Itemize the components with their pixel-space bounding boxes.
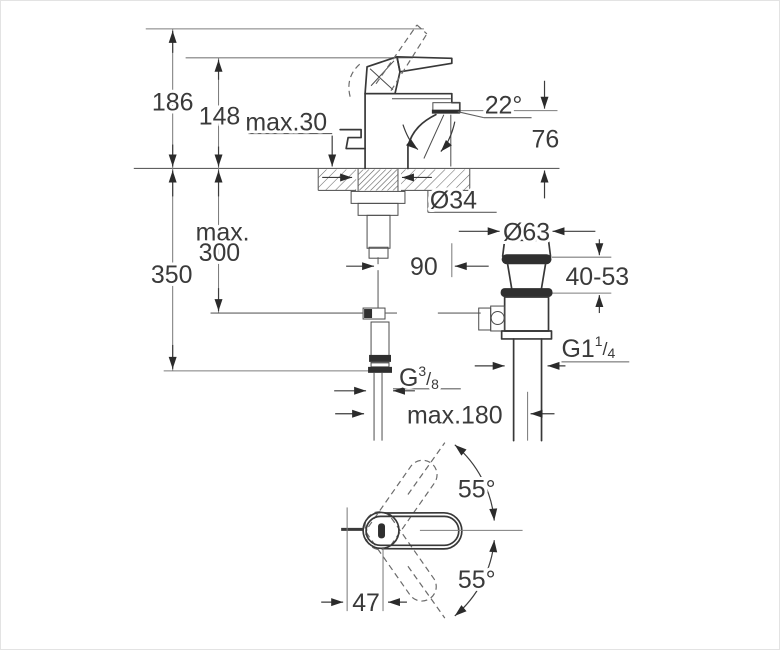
countertop-hatch-left bbox=[318, 169, 357, 191]
dim-148: 148 bbox=[196, 59, 243, 167]
dim-g1-1-4: G11/4 bbox=[474, 330, 630, 370]
raised-lever-tip bbox=[416, 24, 428, 35]
dim-max180: max.180 bbox=[335, 399, 555, 433]
dim-dia34: Ø34 bbox=[322, 173, 497, 217]
dim-max30: max.30 bbox=[242, 106, 337, 167]
dim-label-max30: max.30 bbox=[245, 109, 327, 137]
aerator-outlet bbox=[431, 109, 460, 114]
dim-max300: max. 300 bbox=[193, 170, 253, 312]
threaded-shank-upper bbox=[358, 169, 398, 191]
dim-label-22deg: 22° bbox=[485, 92, 523, 120]
waste-side-port bbox=[490, 305, 506, 332]
waste-taper-right bbox=[540, 263, 547, 289]
dim-label-55-lower: 55° bbox=[458, 566, 496, 594]
dim-label-dia34: Ø34 bbox=[430, 186, 477, 214]
dim-label-186: 186 bbox=[152, 89, 194, 117]
waste-body-rim bbox=[500, 330, 553, 340]
hose-nut-top bbox=[369, 354, 391, 362]
waste-rod-knob bbox=[478, 307, 492, 331]
mounting bbox=[210, 168, 481, 441]
dim-40-53: 40-53 bbox=[562, 239, 632, 314]
raised-lever-edge-1 bbox=[375, 24, 418, 85]
rod-end-cap bbox=[368, 246, 389, 259]
water-stream bbox=[402, 114, 456, 167]
hose-nut-bottom bbox=[368, 366, 392, 373]
dim-label-350: 350 bbox=[151, 261, 193, 289]
waste-plug-rim bbox=[501, 254, 552, 265]
dim-label-90: 90 bbox=[410, 253, 438, 281]
dim-label-max180: max.180 bbox=[407, 402, 503, 430]
handle-swing-upper-dashed bbox=[365, 459, 438, 551]
dim-dia63: Ø63 bbox=[458, 215, 596, 249]
faucet bbox=[339, 24, 461, 170]
dim-47: 47 bbox=[321, 586, 407, 620]
swing-lower-extension bbox=[407, 565, 446, 619]
waste-valve-body bbox=[503, 296, 550, 332]
reference-lines bbox=[133, 28, 612, 441]
stream-swivel-arrow-right bbox=[440, 121, 456, 152]
countertop-hatch-right bbox=[400, 169, 470, 191]
dim-label-dia63: Ø63 bbox=[503, 218, 550, 246]
dim-label-max: max. bbox=[196, 218, 250, 246]
dim-350: 350 bbox=[148, 170, 195, 369]
knuckle-detail-line-1 bbox=[369, 68, 394, 91]
dim-186: 186 bbox=[149, 30, 196, 167]
stream-swivel-arrow-left bbox=[402, 124, 419, 151]
stream-angled-line bbox=[423, 114, 445, 159]
handle-front-mark bbox=[378, 523, 386, 539]
dim-label-40-53: 40-53 bbox=[565, 263, 629, 291]
pop-up-waste bbox=[478, 239, 553, 442]
rod-cross-fitting-dark bbox=[364, 309, 373, 319]
dim-label-76: 76 bbox=[532, 126, 560, 154]
waste-o-ring bbox=[500, 288, 553, 298]
raised-lever-edge-2 bbox=[390, 33, 428, 92]
swing-upper-extension bbox=[407, 442, 446, 495]
dim-label-55-upper: 55° bbox=[458, 475, 496, 503]
side-view: 186 148 max.30 22° 76 Ø34 bbox=[133, 24, 632, 442]
dim-label-300: 300 bbox=[199, 239, 241, 267]
mounting-nut bbox=[357, 202, 399, 216]
dim-22deg: 22° bbox=[457, 89, 532, 123]
dim-label-47: 47 bbox=[352, 589, 380, 617]
dim-g3-8: G3/8 bbox=[334, 360, 461, 395]
top-view: 55° 55° 47 bbox=[321, 442, 523, 620]
dim-label-g3-8: G3/8 bbox=[399, 363, 439, 392]
aerator bbox=[432, 102, 461, 112]
dim-label-g1-1-4: G11/4 bbox=[561, 333, 615, 363]
threaded-rod bbox=[366, 214, 391, 249]
waste-port-opening bbox=[490, 311, 505, 325]
pop-up-rod-knob bbox=[339, 128, 366, 150]
swing-arc-lower bbox=[454, 540, 498, 617]
lever-raised-dashed bbox=[348, 24, 428, 97]
handle-swing-lower-dashed bbox=[364, 511, 437, 602]
dim-76: 76 bbox=[529, 80, 562, 199]
swing-arc-upper bbox=[454, 444, 498, 521]
braided-hose bbox=[370, 321, 390, 364]
dim-label-148: 148 bbox=[199, 103, 241, 131]
waste-taper-left bbox=[506, 263, 513, 289]
lever-handle-blade bbox=[396, 55, 453, 73]
lever-swing-arc bbox=[348, 63, 361, 97]
mounting-washer bbox=[350, 190, 406, 204]
lever-handle-knuckle bbox=[364, 55, 401, 95]
dim-90: 90 bbox=[346, 250, 489, 284]
knuckle-detail-line-2 bbox=[370, 60, 395, 87]
